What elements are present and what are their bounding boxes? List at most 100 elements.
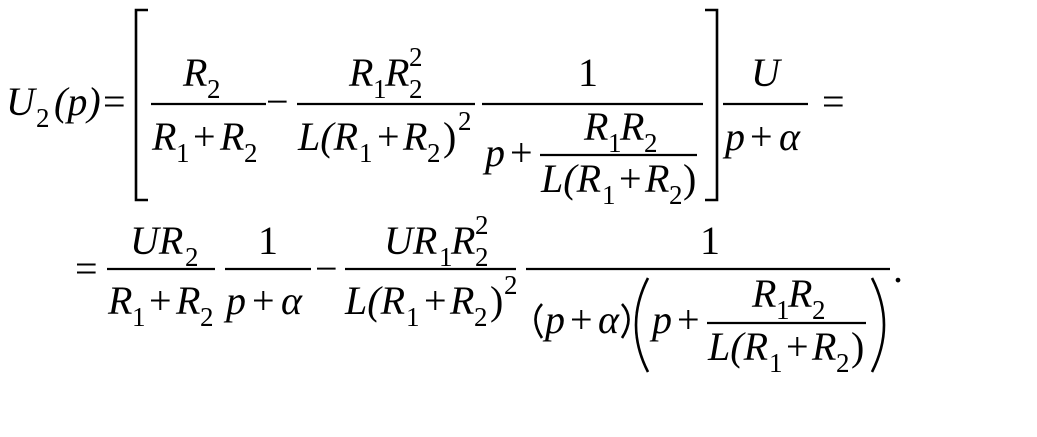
minus-sign: − (315, 246, 338, 291)
svg-text:2: 2 (475, 242, 489, 272)
svg-text:+: + (750, 114, 773, 159)
svg-text:R: R (811, 324, 836, 369)
svg-text:2: 2 (409, 74, 423, 104)
svg-text:R: R (402, 114, 427, 159)
lhs-symbol: U (6, 79, 38, 124)
svg-text:R: R (644, 156, 669, 201)
svg-text:+: + (377, 114, 400, 159)
svg-text:2: 2 (427, 138, 441, 168)
svg-text:+: + (149, 278, 172, 323)
minus-sign: − (266, 79, 289, 124)
svg-text:1: 1 (700, 218, 720, 263)
svg-text:2: 2 (475, 210, 489, 240)
svg-text:1: 1 (608, 128, 622, 158)
svg-text:R: R (450, 218, 475, 263)
svg-text:p: p (482, 130, 505, 175)
svg-text:α: α (598, 297, 620, 342)
svg-text:): ) (683, 156, 696, 201)
svg-text:R: R (619, 104, 644, 149)
svg-text:1: 1 (406, 302, 420, 332)
right-bracket (705, 8, 719, 202)
fraction-3: 1 p + R 1 R 2 L(R 1 + R 2 ) (482, 50, 703, 210)
right-paren-1 (620, 303, 630, 339)
svg-text:UR: UR (384, 218, 437, 263)
equation-line-1: U 2 (p) = R 2 R 1 + R 2 − R 1 R 2 2 L(R … (6, 8, 845, 210)
svg-text:R: R (107, 278, 132, 323)
fraction-2: R 1 R 2 2 L(R 1 + R 2 ) 2 (297, 42, 475, 168)
svg-text:R: R (175, 278, 200, 323)
svg-text:+: + (424, 278, 447, 323)
equals-sign-trailing: = (822, 79, 845, 124)
svg-text:2: 2 (812, 295, 826, 325)
svg-text:R: R (751, 271, 776, 316)
svg-text:1: 1 (602, 180, 616, 210)
svg-text:U: U (751, 50, 783, 95)
svg-text:1: 1 (132, 302, 146, 332)
svg-text:1: 1 (176, 138, 190, 168)
equals-sign: = (75, 246, 98, 291)
lhs-argument: (p) (54, 79, 101, 124)
svg-text:L(R: L(R (297, 114, 358, 159)
left-paren-1 (534, 303, 544, 339)
svg-text:2: 2 (669, 180, 683, 210)
svg-text:1: 1 (439, 242, 453, 272)
fraction-1: R 2 R 1 + R 2 (151, 50, 266, 168)
svg-text:L(R: L(R (707, 324, 768, 369)
svg-text:2: 2 (207, 74, 221, 104)
svg-text:+: + (570, 297, 593, 342)
svg-text:1: 1 (769, 348, 783, 378)
svg-text:2: 2 (836, 348, 850, 378)
right-paren-2 (870, 277, 886, 373)
left-paren-2 (634, 277, 650, 373)
svg-text:1: 1 (776, 295, 790, 325)
svg-text:2: 2 (644, 128, 658, 158)
svg-text:+: + (252, 278, 275, 323)
svg-text:p: p (722, 114, 745, 159)
svg-text:2: 2 (504, 270, 518, 300)
svg-text:+: + (193, 114, 216, 159)
svg-text:1: 1 (373, 74, 387, 104)
svg-text:): ) (851, 324, 864, 369)
svg-text:1: 1 (359, 138, 373, 168)
svg-text:+: + (677, 297, 700, 342)
svg-text:R: R (151, 114, 176, 159)
fraction-g2: 1 p + α (223, 218, 311, 323)
svg-text:2: 2 (409, 42, 423, 72)
equals-sign: = (103, 79, 126, 124)
svg-text:1: 1 (258, 218, 278, 263)
svg-text:α: α (281, 278, 303, 323)
svg-text:): ) (490, 278, 503, 323)
svg-text:R: R (348, 50, 373, 95)
svg-text:2: 2 (474, 302, 488, 332)
lhs-subscript: 2 (36, 103, 50, 133)
svg-text:1: 1 (578, 50, 598, 95)
svg-text:R: R (182, 50, 207, 95)
svg-text:R: R (449, 278, 474, 323)
svg-text:R: R (583, 104, 608, 149)
equation-line-2: = UR 2 R 1 + R 2 1 p + α − UR 1 R 2 2 (75, 210, 903, 378)
fraction-g1: UR 2 R 1 + R 2 (107, 218, 215, 332)
left-bracket (134, 8, 148, 202)
fraction-g3: UR 1 R 2 2 L(R 1 + R 2 ) 2 (344, 210, 518, 332)
svg-text:p: p (542, 297, 565, 342)
svg-text:+: + (786, 324, 809, 369)
svg-text:p: p (649, 297, 672, 342)
svg-text:L(R: L(R (344, 278, 405, 323)
svg-text:2: 2 (244, 138, 258, 168)
svg-text:2: 2 (200, 302, 214, 332)
fraction-g4: 1 p + α p + R 1 R 2 L(R 1 + R 2 ) (526, 218, 890, 378)
svg-text:2: 2 (185, 242, 199, 272)
svg-text:UR: UR (130, 218, 183, 263)
svg-text:L(R: L(R (540, 156, 601, 201)
svg-text:2: 2 (458, 106, 472, 136)
period: . (893, 246, 903, 291)
svg-text:): ) (443, 114, 456, 159)
svg-text:+: + (510, 130, 533, 175)
svg-text:R: R (384, 50, 409, 95)
svg-text:R: R (787, 271, 812, 316)
svg-text:+: + (619, 156, 642, 201)
svg-text:α: α (779, 114, 801, 159)
fraction-4: U p + α (722, 50, 808, 159)
svg-text:p: p (223, 278, 246, 323)
